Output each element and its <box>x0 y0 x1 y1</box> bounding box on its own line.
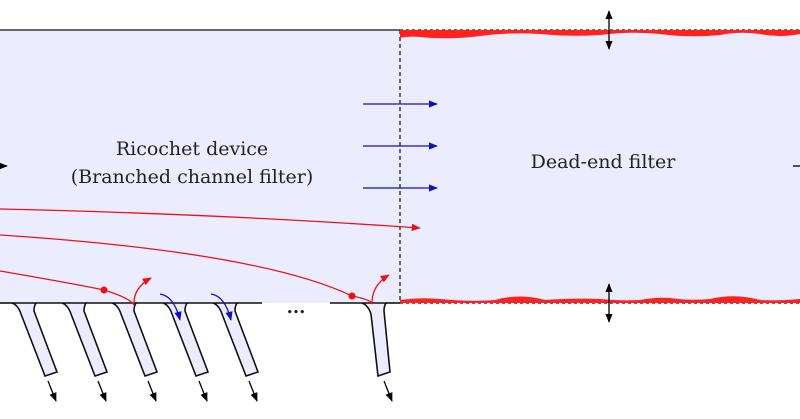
outflow-arrow <box>383 380 393 402</box>
ricochet-label-line1: Ricochet device <box>116 138 268 160</box>
flow-arrows <box>363 100 438 192</box>
dead-end-channel <box>400 30 800 303</box>
branch-flow-arrow <box>210 293 233 321</box>
top-deposit <box>400 30 800 39</box>
outflow-arrow <box>248 380 258 402</box>
ellipsis: ... <box>287 297 306 318</box>
outflow-arrow <box>147 380 157 402</box>
ricochet-label-line2: (Branched channel filter) <box>71 166 314 188</box>
branch-channel <box>212 302 260 378</box>
particle-trajectory <box>0 234 353 297</box>
particle-ricochet <box>103 277 152 306</box>
branch-flow-arrow <box>159 293 182 321</box>
particle-ricochet <box>351 274 390 305</box>
branch-channel <box>61 302 109 378</box>
bottom-deposit <box>400 296 800 303</box>
branch-channels <box>11 302 391 378</box>
particle-trajectories <box>0 208 421 306</box>
particle-trajectory <box>0 270 105 291</box>
branch-outflow-arrows <box>47 380 393 402</box>
particle-trajectory <box>0 208 421 232</box>
outflow-arrow <box>47 380 57 402</box>
branch-flow-arrows <box>159 293 233 321</box>
branch-channel <box>11 302 59 378</box>
outflow-arrow <box>198 380 208 402</box>
branch-channel <box>361 302 391 378</box>
deadend-label: Dead-end filter <box>531 151 677 173</box>
ricochet-channel <box>0 30 400 303</box>
particle-dot <box>100 286 108 294</box>
outflow-arrow <box>97 380 107 402</box>
particle-dot <box>348 292 356 300</box>
branch-channel <box>162 302 210 378</box>
branch-channel <box>111 302 159 378</box>
